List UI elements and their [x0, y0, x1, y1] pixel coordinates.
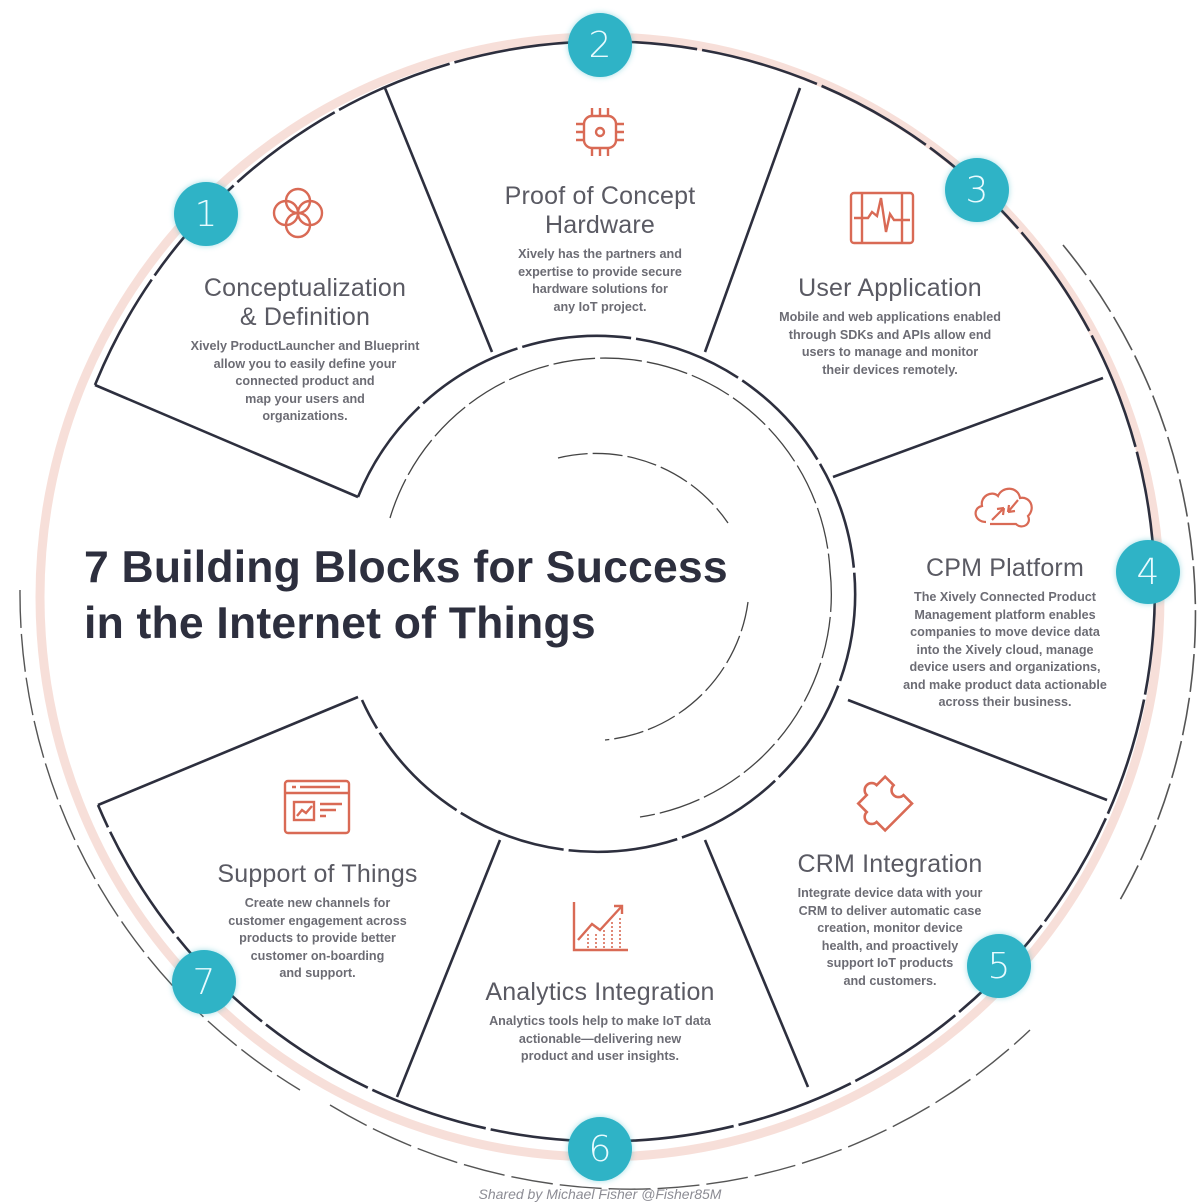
inner-dashed-arc-1b: [639, 569, 832, 818]
heartbeat-tablet-icon: [849, 191, 915, 245]
diagram-title: 7 Building Blocks for Success in the Int…: [84, 540, 728, 652]
block-heading: CPM Platform: [926, 554, 1084, 582]
divider-6-7: [395, 839, 502, 1098]
hub-ring: [356, 334, 857, 854]
divider-7a: [97, 695, 359, 807]
block-heading: Support of Things: [217, 860, 418, 888]
step-badge-3: 3: [945, 158, 1009, 222]
block-proof-of-concept: Proof of Concept Hardware Xively has the…: [460, 182, 740, 316]
block-heading: CRM Integration: [797, 850, 983, 878]
block-crm-integration: CRM Integration Integrate device data wi…: [755, 850, 1025, 990]
divider-4-5: [847, 698, 1108, 802]
divider-1a: [94, 383, 359, 499]
outer-dashed-arc-right: [1062, 244, 1197, 901]
block-conceptualization: Conceptualization & Definition Xively Pr…: [150, 274, 460, 426]
block-heading: Proof of Concept Hardware: [504, 182, 696, 239]
step-badge-6: 6: [568, 1117, 632, 1181]
browser-dashboard-icon: [283, 779, 351, 835]
divider-5-6: [703, 839, 810, 1088]
credit-caption: Shared by Michael Fisher @Fisher85M: [478, 1186, 722, 1202]
inner-dashed-arc-3: [604, 601, 749, 741]
title-line-1: 7 Building Blocks for Success: [84, 543, 728, 592]
inner-dashed-arc-1: [389, 357, 831, 571]
outer-dashed-arc-bottom: [329, 1029, 1031, 1190]
divider-2-3: [703, 87, 802, 353]
block-cpm-platform: CPM Platform The Xively Connected Produc…: [870, 554, 1140, 712]
step-badge-5: 5: [967, 934, 1031, 998]
title-line-2: in the Internet of Things: [84, 599, 596, 648]
inner-dashed-arc-2: [557, 452, 729, 524]
step-badge-2: 2: [568, 13, 632, 77]
microchip-icon: [576, 108, 624, 156]
block-analytics-integration: Analytics Integration Analytics tools he…: [450, 978, 750, 1066]
step-badge-1: 1: [174, 182, 238, 246]
growth-chart-icon: [572, 902, 628, 952]
block-user-application: User Application Mobile and web applicat…: [735, 274, 1045, 379]
block-heading: Analytics Integration: [485, 978, 715, 1006]
block-heading: User Application: [798, 274, 982, 302]
puzzle-piece-icon: [856, 774, 914, 833]
step-badge-4: 4: [1116, 540, 1180, 604]
cloud-sync-icon: [974, 487, 1033, 528]
outer-dashed-arc-left: [19, 589, 301, 1091]
block-support-of-things: Support of Things Create new channels fo…: [180, 860, 455, 983]
block-heading: Conceptualization & Definition: [203, 274, 407, 331]
divider-1-2: [383, 87, 494, 353]
divider-3-4: [832, 376, 1104, 479]
step-badge-7: 7: [172, 950, 236, 1014]
interlocking-circles-icon: [272, 187, 324, 239]
